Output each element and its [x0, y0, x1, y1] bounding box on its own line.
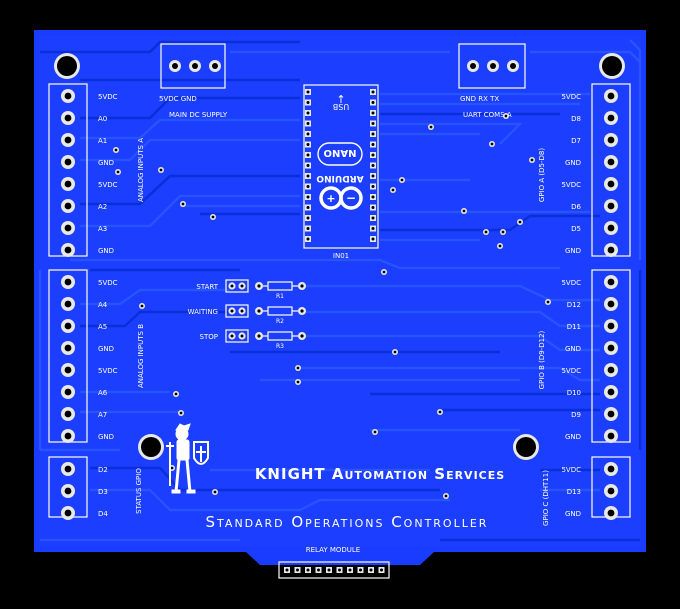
uart-connector: GND RX TX UART COMS A [458, 43, 526, 119]
header-pin-label: 5VDC [98, 93, 118, 101]
led-stop: STOP R3 [200, 329, 306, 350]
power-connector-pins: 5VDC GND [159, 95, 197, 103]
header-pin-label: D11 [567, 323, 581, 331]
arduino-logo-icon: + − [319, 186, 363, 210]
copper-traces [38, 39, 642, 542]
header-title: STATUS GPIO [135, 468, 143, 514]
header-pin-label: D5 [571, 225, 581, 233]
svg-text:+: + [326, 192, 335, 205]
nano-pins-right [370, 89, 376, 242]
power-connector-label: MAIN DC SUPPLY [169, 111, 228, 119]
header-pin-label: D3 [98, 488, 108, 496]
header-title: GPIO A (D5-D8) [538, 148, 546, 202]
header-pin-label: D6 [571, 203, 581, 211]
header-title: GPIO C (DHT11) [542, 470, 550, 526]
resistor-ref: R1 [276, 293, 284, 300]
header-pin-label: GND [565, 247, 581, 255]
uart-connector-label: UART COMS A [463, 111, 512, 119]
resistor-ref: R3 [276, 343, 284, 350]
header-pin-label: A0 [98, 115, 107, 123]
header-pin-label: D9 [571, 411, 581, 419]
header-title: GPIO B (D9-D12) [538, 330, 546, 389]
header-pin-label: GND [98, 159, 114, 167]
relay-connector [278, 561, 390, 579]
company-title: KNIGHT Automation Services [255, 465, 505, 483]
header-pin-label: 5VDC [561, 367, 581, 375]
resistor-ref: R2 [276, 318, 284, 325]
led-start: START R1 [196, 279, 306, 300]
arduino-ref: IN01 [333, 252, 349, 260]
header-pin-label: 5VDC [98, 279, 118, 287]
header-pin-label: 5VDC [561, 93, 581, 101]
header-pin-label: GND [98, 247, 114, 255]
nano-pins-left [305, 89, 311, 242]
mounting-holes [54, 53, 625, 460]
header-pin-label: GND [565, 159, 581, 167]
header-pin-label: A5 [98, 323, 107, 331]
uart-connector-pins: GND RX TX [460, 95, 499, 103]
header-pin-label: A2 [98, 203, 107, 211]
header-pin-label: GND [565, 510, 581, 518]
header-pin-label: A3 [98, 225, 107, 233]
header-pin-label: 5VDC [561, 181, 581, 189]
header-pin-label: D12 [567, 301, 581, 309]
arduino-module-label: ARDUINO [316, 173, 364, 183]
header-pin-label: 5VDC [98, 181, 118, 189]
relay-module-label: RELAY MODULE [306, 546, 360, 554]
header-pin-label: A6 [98, 389, 108, 397]
nano-model-label: NANO [324, 147, 357, 158]
header-pin-label: 5VDC [561, 279, 581, 287]
controller-title: Standard Operations Controller [206, 513, 489, 531]
led-label: START [196, 283, 218, 291]
led-label: WAITING [188, 308, 218, 316]
header-pin-label: 5VDC [561, 466, 581, 474]
header-title: ANALOG INPUTS B [137, 324, 145, 388]
header-pin-label: D2 [98, 466, 108, 474]
svg-text:−: − [346, 191, 356, 205]
header-pin-label: D4 [98, 510, 108, 518]
header-pin-label: A7 [98, 411, 107, 419]
power-connector: 5VDC GND MAIN DC SUPPLY [159, 43, 228, 119]
led-label: STOP [200, 333, 218, 341]
header-pin-label: D13 [567, 488, 581, 496]
usb-label: USB [333, 102, 349, 111]
header-pin-label: D10 [567, 389, 581, 397]
arduino-nano: ↑ USB NANO ARDUINO + − IN01 [303, 84, 379, 260]
header-pin-label: A1 [98, 137, 107, 145]
header-pin-label: D8 [571, 115, 581, 123]
header-pin-label: GND [565, 345, 581, 353]
header-pin-label: 5VDC [98, 367, 118, 375]
header-pin-label: GND [98, 433, 114, 441]
header-title: ANALOG INPUTS A [137, 138, 145, 202]
header-pin-label: A4 [98, 301, 108, 309]
header-pin-label: GND [98, 345, 114, 353]
usb-arrow-icon: ↑ [336, 93, 345, 106]
header-pin-label: D7 [571, 137, 581, 145]
knight-logo-icon [166, 423, 209, 494]
header-pin-label: GND [565, 433, 581, 441]
led-waiting: WAITING R2 [188, 304, 306, 325]
